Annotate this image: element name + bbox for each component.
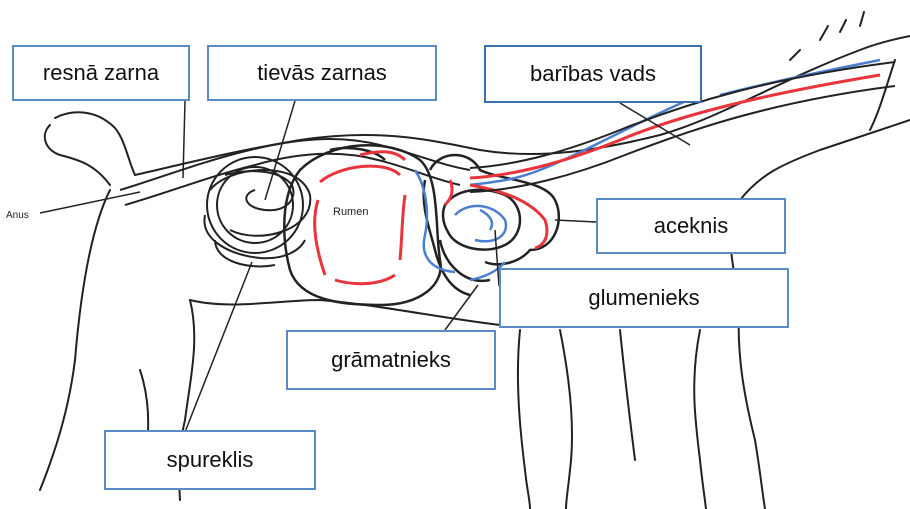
label-esophagus-text: barības vads bbox=[530, 61, 656, 87]
label-reticulum-text: aceknis bbox=[654, 213, 729, 239]
label-rumen: spureklis bbox=[104, 430, 316, 490]
anus-leader-line bbox=[40, 192, 140, 213]
label-small-intestine-text: tievās zarnas bbox=[257, 60, 387, 86]
rumen-small-label: Rumen bbox=[333, 206, 368, 218]
label-esophagus: barības vads bbox=[484, 45, 702, 103]
label-small-intestine: tievās zarnas bbox=[207, 45, 437, 101]
rumen-organ bbox=[284, 145, 440, 305]
small-intestine-coils bbox=[204, 157, 310, 266]
anus-small-label: Anus bbox=[6, 210, 29, 221]
label-reticulum: aceknis bbox=[596, 198, 786, 254]
label-large-intestine: resnā zarna bbox=[12, 45, 190, 101]
label-large-intestine-text: resnā zarna bbox=[43, 60, 159, 86]
resna-zarna-leader-line bbox=[183, 101, 185, 178]
label-rumen-text: spureklis bbox=[167, 447, 254, 473]
label-omasum-text: grāmatnieks bbox=[331, 347, 451, 373]
spureklis-leader-line bbox=[185, 262, 252, 432]
label-abomasum: glumenieks bbox=[499, 268, 789, 328]
aceknis-leader-line bbox=[555, 220, 596, 222]
label-omasum: grāmatnieks bbox=[286, 330, 496, 390]
label-abomasum-text: glumenieks bbox=[588, 285, 699, 311]
